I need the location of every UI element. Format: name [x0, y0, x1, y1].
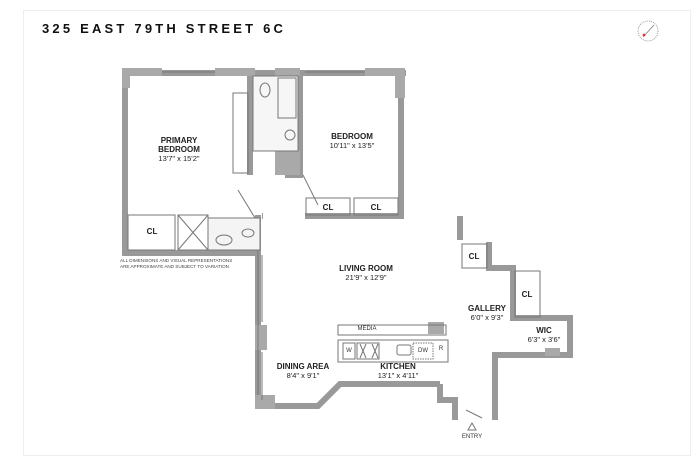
wall-column	[122, 68, 162, 76]
room-name: BEDROOM	[331, 132, 373, 141]
wall-column	[275, 68, 300, 76]
door	[237, 189, 256, 219]
page-title: 325 EAST 79TH STREET 6C	[42, 21, 287, 36]
wall	[486, 242, 573, 420]
stove	[356, 342, 380, 360]
disclaimer: ALL DIMENSIONS AND VISUAL REPRESENTATION…	[120, 258, 232, 270]
disclaimer-line: ARE APPROXIMATE AND SUBJECT TO VARIATION	[120, 264, 229, 269]
room-size: 13'7" x 15'2"	[158, 154, 200, 163]
room-label-gallery: GALLERY 6'0" x 9'3"	[468, 304, 506, 322]
room-size: 6'0" x 9'3"	[470, 313, 504, 322]
closet	[127, 214, 176, 251]
room-name: KITCHEN	[380, 362, 416, 371]
room-size: 13'1" x 4'11"	[377, 371, 419, 380]
room-name: LIVING ROOM	[339, 264, 393, 273]
wall	[305, 70, 404, 219]
entry-arrow	[467, 421, 477, 431]
wall-column	[255, 395, 275, 409]
disclaimer-line: ALL DIMENSIONS AND VISUAL REPRESENTATION…	[120, 258, 233, 263]
door	[465, 409, 483, 419]
bathroom-2	[207, 217, 261, 251]
closet	[461, 243, 488, 269]
wall-column	[215, 68, 255, 76]
room-name: BEDROOM	[158, 145, 200, 154]
wall-column	[255, 325, 267, 350]
wall-column	[275, 150, 300, 175]
room-label-dining-area: DINING AREA 8'4" x 9'1"	[277, 362, 330, 380]
entry-label: ENTRY	[461, 434, 483, 440]
room-label-kitchen: KITCHEN 13'1" x 4'11"	[378, 362, 419, 380]
door	[302, 174, 319, 206]
closet-label: CL	[521, 290, 533, 299]
wall	[437, 384, 458, 420]
sink	[396, 344, 412, 356]
room-name: DINING AREA	[276, 362, 330, 371]
room-size: 21'9" x 12'9"	[345, 273, 387, 282]
room-size: 8'4" x 9'1"	[286, 371, 320, 380]
closet	[514, 270, 541, 318]
closet	[353, 197, 399, 216]
media-label: MEDIA	[357, 326, 377, 332]
wall-column	[395, 68, 405, 98]
wall	[122, 70, 255, 256]
room-label-living-room: LIVING ROOM 21'9" x 12'9"	[339, 264, 393, 282]
wall-column	[428, 322, 444, 334]
room-label-primary-bedroom: PRIMARY BEDROOM 13'7" x 15'2"	[158, 136, 200, 163]
closet	[305, 197, 351, 216]
washer-label: W	[346, 348, 352, 354]
room-name: GALLERY	[468, 304, 506, 313]
compass-icon	[637, 20, 659, 42]
room-label-bedroom: BEDROOM 10'11" x 13'5"	[330, 132, 375, 150]
room-label-wic: WIC 6'3" x 3'6"	[528, 326, 561, 344]
room-size: 10'11" x 13'5"	[329, 141, 375, 150]
room-size: 6'3" x 3'6"	[527, 335, 561, 344]
wall-column	[365, 68, 405, 76]
closet-label: CL	[370, 203, 382, 212]
room-name: PRIMARY	[160, 136, 198, 145]
wall-column	[545, 348, 560, 356]
media-console	[337, 324, 447, 336]
closet-label: CL	[468, 252, 480, 261]
closet-label: CL	[146, 227, 158, 236]
wall-column	[122, 68, 130, 88]
dishwasher-label: DW	[418, 348, 428, 354]
room-name: WIC	[536, 326, 552, 335]
closet-label: CL	[322, 203, 334, 212]
kitchen-counter	[337, 339, 449, 363]
refrigerator-label: R	[438, 346, 444, 352]
